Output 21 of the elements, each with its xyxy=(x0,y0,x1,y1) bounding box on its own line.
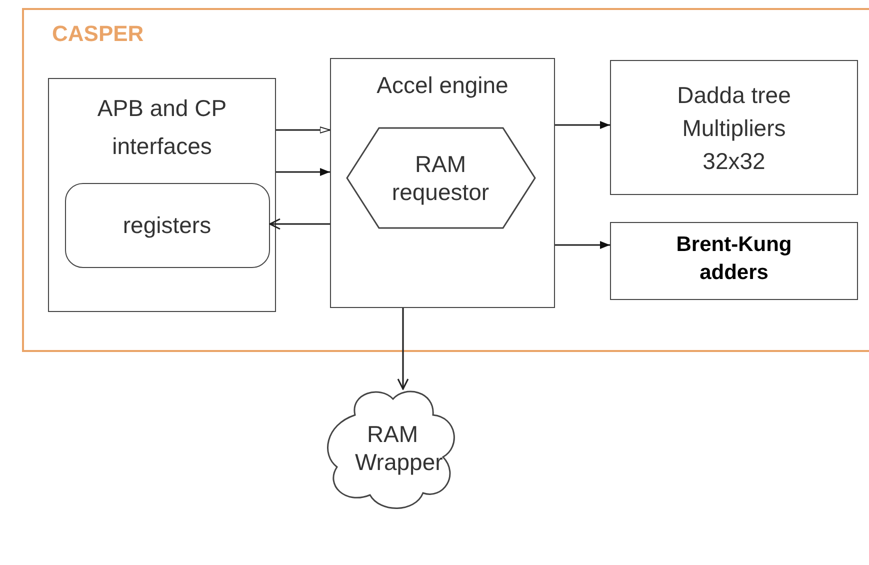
arrow xyxy=(269,218,330,230)
node-label: Accel engine xyxy=(376,71,510,99)
node-label: RAM Wrapper xyxy=(354,420,444,476)
group-title: CASPER xyxy=(52,20,144,48)
arrow xyxy=(555,121,610,129)
node-label: Dadda tree Multipliers 32x32 xyxy=(676,81,792,176)
node-label: APB and CP interfaces xyxy=(96,94,228,161)
arrow xyxy=(397,308,409,390)
arrow xyxy=(276,168,330,176)
system-boundary xyxy=(22,8,869,352)
arrow xyxy=(276,126,330,134)
module-box xyxy=(330,58,555,308)
module-box xyxy=(610,222,858,300)
arrow xyxy=(555,241,610,249)
module-box xyxy=(48,78,276,312)
node-label: Brent-Kung adders xyxy=(675,232,793,286)
register-box xyxy=(64,182,270,268)
module-box xyxy=(610,60,858,195)
node-label: registers xyxy=(122,211,212,239)
node-label: RAM requestor xyxy=(390,150,490,206)
hexagon-node xyxy=(346,128,534,228)
